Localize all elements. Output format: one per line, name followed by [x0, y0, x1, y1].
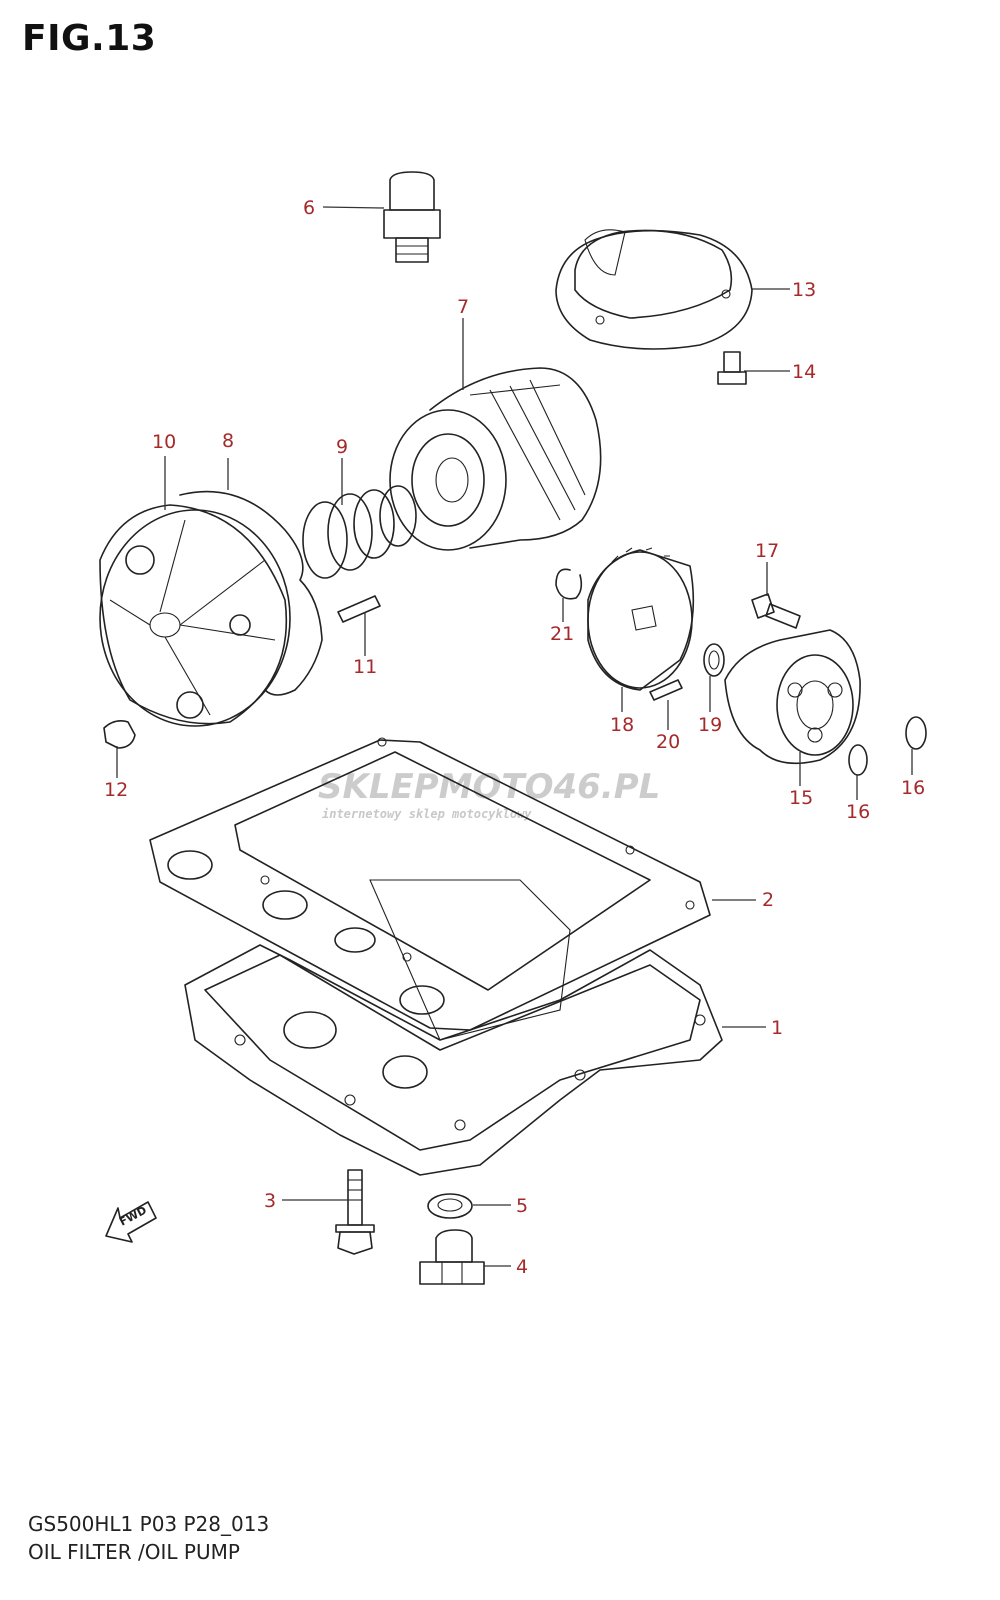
- part-18-pump-gear: [587, 547, 695, 691]
- leader-lines: [116, 206, 913, 1267]
- part-7-oil-filter: [389, 367, 602, 551]
- callout-12: 12: [104, 779, 128, 801]
- part-1-oil-pan: [184, 879, 723, 1176]
- part-4-drain-plug: [419, 1229, 485, 1285]
- part-3-bolt: [335, 1169, 375, 1255]
- callout-2: 2: [762, 889, 774, 911]
- part-6-plug: [383, 171, 441, 263]
- callout-15: 15: [789, 787, 813, 809]
- callout-13: 13: [792, 279, 816, 301]
- part-16-o-rings: [848, 716, 927, 776]
- callout-10: 10: [152, 431, 176, 453]
- part-5-washer: [427, 1193, 473, 1219]
- callout-14: 14: [792, 361, 816, 383]
- callout-numbers: 1 2 3 4 5 6 7 8 9 10 11 12 13 14 15 16 1…: [104, 197, 925, 1278]
- callout-21: 21: [550, 623, 574, 645]
- diagram-code: GS500HL1 P03 P28_013: [28, 1512, 270, 1536]
- callout-3: 3: [264, 1190, 276, 1212]
- callout-16b: 16: [901, 777, 925, 799]
- part-12-nut: [103, 720, 136, 749]
- figure-title: FIG.13: [22, 18, 157, 59]
- forward-direction-arrow: FWD: [105, 1201, 157, 1243]
- part-17-bolt: [751, 593, 801, 629]
- part-10-filter-cover: [99, 504, 291, 727]
- callout-9: 9: [336, 436, 348, 458]
- callout-19: 19: [698, 714, 722, 736]
- part-14-screw: [717, 351, 747, 385]
- part-15-oil-pump: [724, 629, 861, 765]
- callout-11: 11: [353, 656, 377, 678]
- part-11-pin: [337, 595, 381, 623]
- part-19-washer: [703, 643, 725, 677]
- part-21-circlip: [555, 568, 583, 600]
- callout-1: 1: [771, 1017, 783, 1039]
- callout-16a: 16: [846, 801, 870, 823]
- part-13-pump-cover: [555, 229, 753, 350]
- part-9-spring: [302, 485, 417, 579]
- callout-5: 5: [516, 1195, 528, 1217]
- callout-20: 20: [656, 731, 680, 753]
- watermark-tagline: internetowy sklep motocyklowy: [322, 807, 532, 821]
- callout-8: 8: [222, 430, 234, 452]
- part-20-dowel-pin: [649, 679, 683, 701]
- callout-6: 6: [303, 197, 315, 219]
- callout-7: 7: [457, 296, 469, 318]
- part-8-o-ring: [179, 490, 323, 696]
- callout-18: 18: [610, 714, 634, 736]
- diagram-name: OIL FILTER /OIL PUMP: [28, 1540, 240, 1564]
- callout-17: 17: [755, 540, 779, 562]
- callout-4: 4: [516, 1256, 528, 1278]
- watermark-brand: SKLEPMOTO46.PL: [318, 767, 660, 807]
